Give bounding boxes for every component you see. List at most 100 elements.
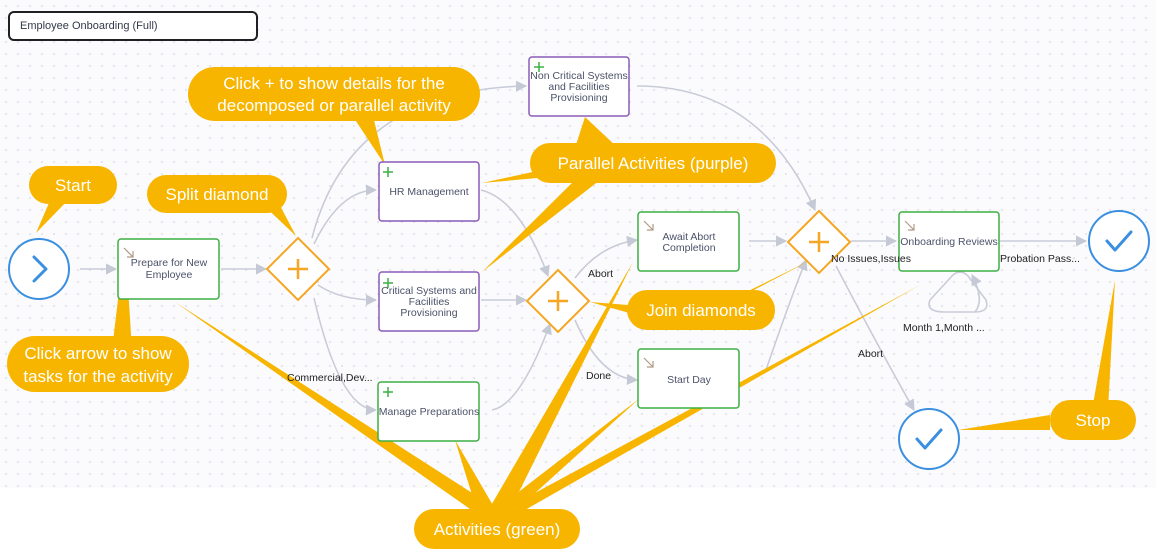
callout-parallel-text: Parallel Activities (purple) [558, 154, 749, 173]
tail-act-2 [455, 440, 498, 514]
plus-icon [534, 62, 544, 72]
callout-join-text: Join diamonds [646, 301, 756, 320]
edge-split-hr [313, 184, 378, 245]
tail-act-1 [175, 302, 508, 516]
edge-label-month: Month 1,Month ... [903, 322, 985, 334]
edge-label-done: Done [586, 370, 611, 382]
edge-join2-stop2 [835, 265, 915, 411]
manage-label: Manage Preparations [379, 406, 479, 418]
prepare-label-line2: Employee [146, 269, 193, 281]
activity-manage-preparations[interactable]: Manage Preparations [377, 381, 480, 442]
callout-plus-line1: Click + to show details for the [223, 74, 445, 93]
split-diamond[interactable] [265, 236, 331, 302]
plus-icon [809, 232, 829, 252]
edge-split-noncritical [311, 80, 528, 239]
edge-split-critical [317, 284, 378, 306]
expand-arrow-icon [643, 220, 654, 231]
callout-activities: Activities (green) [414, 509, 580, 549]
callout-parallel: Parallel Activities (purple) [530, 143, 776, 183]
tail-parallel-c [482, 180, 600, 272]
callout-split: Split diamond [147, 175, 287, 213]
edge-reviews-loop [928, 271, 988, 313]
edge-label-no-issues: No Issues,Issues [831, 253, 911, 265]
check-icon [1105, 230, 1133, 252]
tail-start [36, 196, 72, 233]
critical-label-line1: Critical Systems and [381, 285, 477, 297]
callout-start: Start [29, 166, 117, 204]
process-title-text: Employee Onboarding (Full) [20, 20, 158, 32]
prepare-label-line1: Prepare for New [131, 257, 208, 269]
edge-labels: Abort Done Commercial,Dev... No Issues,I… [287, 253, 1080, 384]
tail-act-4 [490, 398, 640, 514]
callout-start-text: Start [55, 176, 91, 195]
edge-startday-join2 [765, 258, 808, 371]
edge-label-abort-2: Abort [858, 348, 883, 360]
callout-plus: Click + to show details for the decompose… [188, 67, 480, 121]
callout-stop: Stop [1050, 400, 1136, 440]
start-event[interactable] [8, 238, 70, 300]
join-diamond-1[interactable] [525, 268, 591, 334]
activity-hr-management[interactable]: HR Management [378, 161, 480, 222]
plus-icon [383, 167, 393, 177]
edge-loop-arrow [971, 274, 982, 313]
edge-manage-join1 [491, 322, 552, 411]
expand-arrow-icon [643, 357, 654, 368]
edge-label-commercial: Commercial,Dev... [287, 372, 373, 384]
edge-hr-join1 [480, 189, 550, 278]
plus-icon [383, 387, 393, 397]
noncritical-label-line1: Non Critical Systems [530, 70, 627, 82]
activity-onboarding-reviews[interactable]: Onboarding Reviews [898, 211, 1000, 272]
svg-text:Click + to show details for th: Click + to show details for the decompose… [217, 74, 451, 115]
edge-label-probation: Probation Pass... [1000, 253, 1080, 265]
activity-start-day[interactable]: Start Day [637, 348, 740, 409]
edges [80, 80, 1088, 416]
tail-parallel-b [575, 117, 618, 148]
tail-join-b [730, 258, 815, 300]
noncritical-label-line3: Provisioning [550, 92, 607, 104]
reviews-label: Onboarding Reviews [900, 236, 997, 248]
process-title[interactable]: Employee Onboarding (Full) [8, 11, 258, 41]
plus-icon [383, 278, 393, 288]
join-diamond-2[interactable] [786, 209, 852, 275]
plus-icon [548, 291, 568, 311]
await-label-line1: Await Abort [663, 231, 716, 243]
stop-event-probation[interactable] [1088, 210, 1150, 272]
plus-icon [288, 259, 308, 279]
expand-arrow-icon [904, 220, 915, 231]
critical-label-line2: Facilities [409, 296, 450, 308]
expand-arrow-icon [123, 247, 134, 258]
callout-stop-text: Stop [1076, 411, 1111, 430]
edge-join1-await [574, 235, 639, 279]
noncritical-label-line2: and Facilities [548, 81, 609, 93]
tail-stop-b [1092, 280, 1115, 410]
callout-split-text: Split diamond [165, 185, 268, 204]
callout-plus-line2: decomposed or parallel activity [217, 96, 451, 115]
edge-label-abort: Abort [588, 268, 613, 280]
callouts: Start Split diamond Click + to show deta… [7, 67, 1136, 549]
callout-activities-text: Activities (green) [434, 520, 561, 539]
edge-split-manage [313, 297, 378, 416]
critical-label-line3: Provisioning [400, 307, 457, 319]
tail-stop-a [958, 415, 1050, 430]
check-icon [915, 428, 943, 450]
callout-arrow-line2: tasks for the activity [23, 367, 173, 386]
edge-join1-startday [574, 319, 639, 386]
tail-plus [350, 112, 385, 165]
startday-label: Start Day [667, 374, 712, 386]
stop-event-abort[interactable] [898, 408, 960, 470]
tail-act-3 [486, 262, 633, 514]
chevron-right-icon [32, 255, 48, 283]
await-label-line2: Completion [662, 242, 715, 254]
edge-noncritical-join2 [636, 85, 817, 212]
